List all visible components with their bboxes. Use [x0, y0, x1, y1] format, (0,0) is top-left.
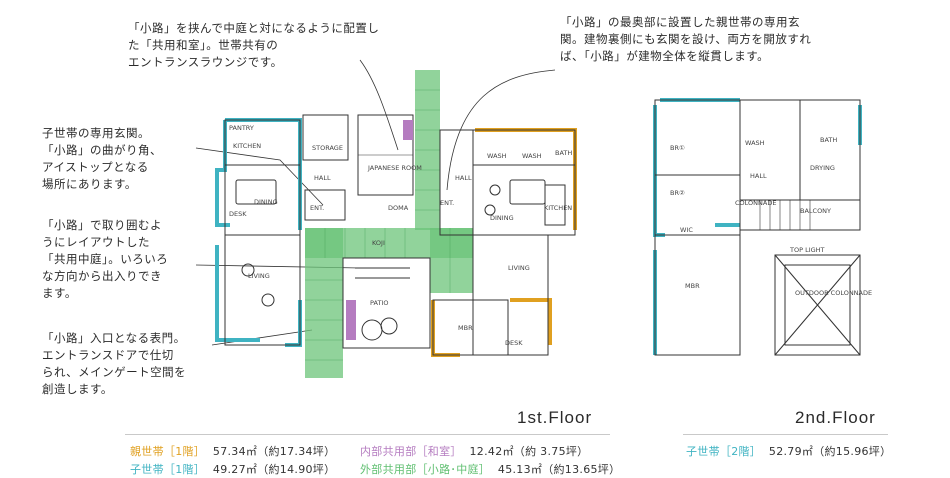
svg-text:PATIO: PATIO [370, 299, 388, 307]
annotation-omote-mon: 「小路」入口となる表門。 エントランスドアで仕切 られ、メインゲート空間を 創造… [42, 331, 187, 396]
divider-1st [125, 434, 610, 435]
leader-oya-genkan [446, 69, 556, 191]
svg-text:DESK: DESK [229, 210, 247, 218]
svg-text:HALL: HALL [314, 174, 331, 182]
svg-text:WASH: WASH [745, 139, 765, 147]
legend-gaibu: 外部共用部［小路･中庭］ 45.13㎡（約13.65坪） [360, 461, 620, 478]
svg-text:LIVING: LIVING [508, 264, 530, 272]
legend-ko-2f-value: 52.79㎡（約15.96坪） [768, 445, 892, 458]
svg-text:WIC: WIC [680, 226, 693, 234]
legend-ko-2f: 子世帯［2階］ 52.79㎡（約15.96坪） [686, 443, 891, 461]
svg-text:WASH: WASH [487, 152, 507, 160]
svg-text:COLONNADE: COLONNADE [735, 199, 776, 207]
svg-text:BR①: BR① [670, 144, 685, 152]
svg-text:JAPANESE ROOM: JAPANESE ROOM [367, 164, 422, 172]
svg-text:DINING: DINING [254, 198, 278, 206]
legend-oya-1f-value: 57.34㎡（約17.34坪） [212, 445, 336, 458]
svg-text:DOMA: DOMA [388, 204, 409, 212]
svg-text:WASH: WASH [522, 152, 542, 160]
leader-omote-mon [211, 329, 313, 346]
legend-oya-1f: 親世帯［1階］ 57.34㎡（約17.34坪） [130, 443, 335, 461]
svg-text:DESK: DESK [505, 339, 523, 347]
koji-lane [305, 70, 473, 378]
svg-text:ENT.: ENT. [310, 204, 324, 212]
washitsu [346, 114, 414, 340]
svg-text:KOJI: KOJI [372, 239, 385, 247]
svg-text:BATH: BATH [555, 149, 572, 157]
svg-text:MBR: MBR [685, 282, 700, 290]
svg-text:KITCHEN: KITCHEN [233, 142, 261, 150]
svg-text:DINING: DINING [490, 214, 514, 222]
svg-text:STORAGE: STORAGE [312, 144, 343, 152]
legend-oya-1f-label: 親世帯［1階］ [130, 445, 206, 458]
floor-title-1st: 1st.Floor [517, 408, 593, 427]
svg-text:KITCHEN: KITCHEN [544, 204, 572, 212]
svg-text:OUTDOOR COLONNADE: OUTDOOR COLONNADE [795, 289, 872, 297]
floor-title-2nd: 2nd.Floor [795, 408, 876, 427]
svg-text:HALL: HALL [455, 174, 472, 182]
svg-text:DRYING: DRYING [810, 164, 835, 172]
room-labels-1st: PANTRY KITCHEN HALL DINING DESK ENT. LIV… [229, 124, 572, 347]
divider-2nd [683, 434, 888, 435]
legend-ko-1f: 子世帯［1階］ 49.27㎡（約14.90坪） [130, 461, 335, 478]
svg-text:BR②: BR② [670, 189, 685, 197]
svg-text:BATH: BATH [820, 136, 837, 144]
legend-naibu: 内部共用部［和室］ 12.42㎡（約 3.75坪） [360, 443, 588, 461]
svg-text:HALL: HALL [750, 172, 767, 180]
annotation-kyoyo-chutei: 「小路」で取り囲むよ うにレイアウトした 「共用中庭」。いろいろ な方向から出入… [42, 218, 169, 300]
svg-text:PANTRY: PANTRY [229, 124, 254, 132]
room-labels-2nd: BR① BR② WASH BATH HALL DRYING COLONNADE … [670, 136, 872, 297]
legend-naibu-value: 12.42㎡（約 3.75坪） [469, 445, 589, 458]
annotation-oya-genkan: 「小路」の最奥部に設置した親世帯の専用玄 関。建物裏側にも玄関を設け、両方を開放… [560, 15, 812, 63]
legend-naibu-label: 内部共用部［和室］ [360, 445, 462, 458]
svg-text:TOP LIGHT: TOP LIGHT [789, 246, 825, 254]
annotation-kyoyo-washitsu: 「小路」を挟んで中庭と対になるように配置した「共用和室」。世帯共有の エントラン… [128, 21, 380, 69]
legend-gaibu-label: 外部共用部［小路･中庭］ [360, 463, 491, 476]
svg-text:ENT.: ENT. [440, 199, 454, 207]
svg-text:MBR: MBR [458, 324, 473, 332]
legend-gaibu-value: 45.13㎡（約13.65坪） [497, 463, 621, 476]
svg-text:LIVING: LIVING [248, 272, 270, 280]
svg-text:BALCONY: BALCONY [800, 207, 831, 215]
legend-ko-2f-label: 子世帯［2階］ [686, 445, 762, 458]
leader-washitsu [359, 59, 399, 151]
legend-ko-1f-value: 49.27㎡（約14.90坪） [212, 463, 336, 476]
annotation-ko-genkan: 子世帯の専用玄関。 「小路」の曲がり角、 アイストップとなる 場所にあります。 [42, 126, 162, 191]
legend-ko-1f-label: 子世帯［1階］ [130, 463, 206, 476]
patio [342, 257, 431, 349]
